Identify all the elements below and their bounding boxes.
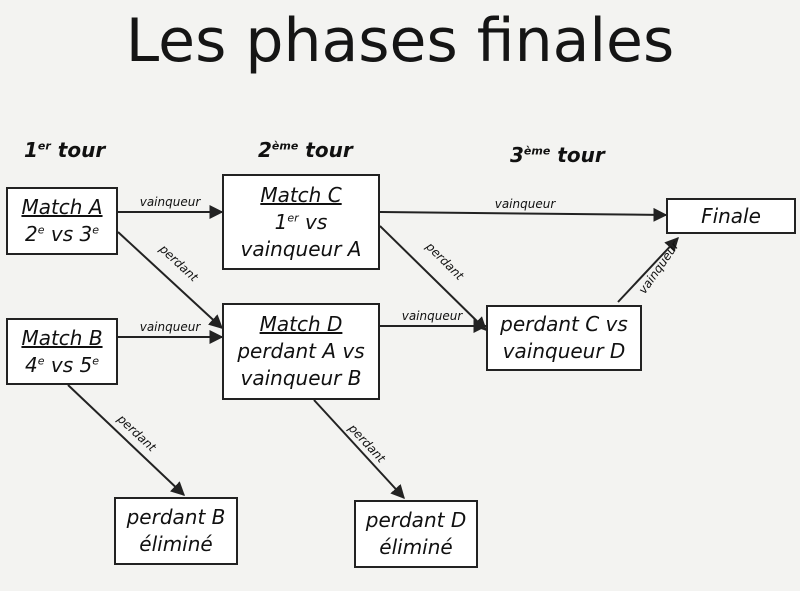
match-b-pairing: 4e vs 5e xyxy=(25,352,99,377)
page-title: Les phases finales xyxy=(125,6,675,76)
edge-d-out xyxy=(313,399,405,500)
match-d-title: Match D xyxy=(259,312,343,336)
eliminated-b-box: perdant B éliminé xyxy=(114,497,238,565)
eliminated-b-line1: perdant B xyxy=(126,505,226,529)
edge-label-c-to-e: perdant xyxy=(422,239,467,284)
round-1-label: 1er tour xyxy=(24,138,106,162)
edge-label-d-out: perdant xyxy=(345,420,389,466)
edge-e-to-finale xyxy=(617,236,679,303)
edge-label-c-to-finale: vainqueur xyxy=(495,197,557,211)
eliminated-d-line2: éliminé xyxy=(379,535,453,559)
edge-label-b-out: perdant xyxy=(114,411,160,455)
match-c-line2: vainqueur A xyxy=(240,236,362,261)
edge-c-to-e xyxy=(379,225,487,331)
edge-b-out xyxy=(67,384,186,496)
edge-label-b-to-d: vainqueur xyxy=(140,320,202,334)
edge-label-a-to-d: perdant xyxy=(156,241,202,285)
match-a-title: Match A xyxy=(21,195,103,219)
match-a-pairing: 2e vs 3e xyxy=(25,222,99,246)
match-d-line1: perdant A vs xyxy=(237,339,365,363)
match-e-line2: vainqueur D xyxy=(502,339,626,363)
edge-a-to-d xyxy=(117,231,224,329)
match-c-title: Match C xyxy=(260,182,342,207)
round-2-label: 2ème tour xyxy=(258,138,353,162)
edge-label-a-to-c: vainqueur xyxy=(140,195,202,209)
eliminated-d-box: perdant D éliminé xyxy=(354,500,478,568)
match-c-line1: 1er vs xyxy=(274,209,328,234)
eliminated-b-line2: éliminé xyxy=(139,532,213,556)
round-3-label: 3ème tour xyxy=(510,143,605,167)
match-a-box: Match A 2e vs 3e xyxy=(6,187,118,255)
finale-label: Finale xyxy=(701,203,761,228)
edge-c-to-finale xyxy=(379,207,668,222)
match-e-line1: perdant C vs xyxy=(500,312,628,336)
match-c-box: Match C 1er vs vainqueur A xyxy=(222,174,380,270)
edge-label-e-to-finale: vainqueur xyxy=(636,238,683,296)
match-b-box: Match B 4e vs 5e xyxy=(6,318,118,385)
match-d-line2: vainqueur B xyxy=(240,366,362,390)
match-d-box: Match D perdant A vs vainqueur B xyxy=(222,303,380,400)
match-b-title: Match B xyxy=(21,325,103,350)
finale-box: Finale xyxy=(666,198,796,234)
edge-label-d-to-e: vainqueur xyxy=(402,309,464,323)
match-e-box: perdant C vs vainqueur D xyxy=(486,305,642,371)
eliminated-d-line1: perdant D xyxy=(365,508,467,532)
